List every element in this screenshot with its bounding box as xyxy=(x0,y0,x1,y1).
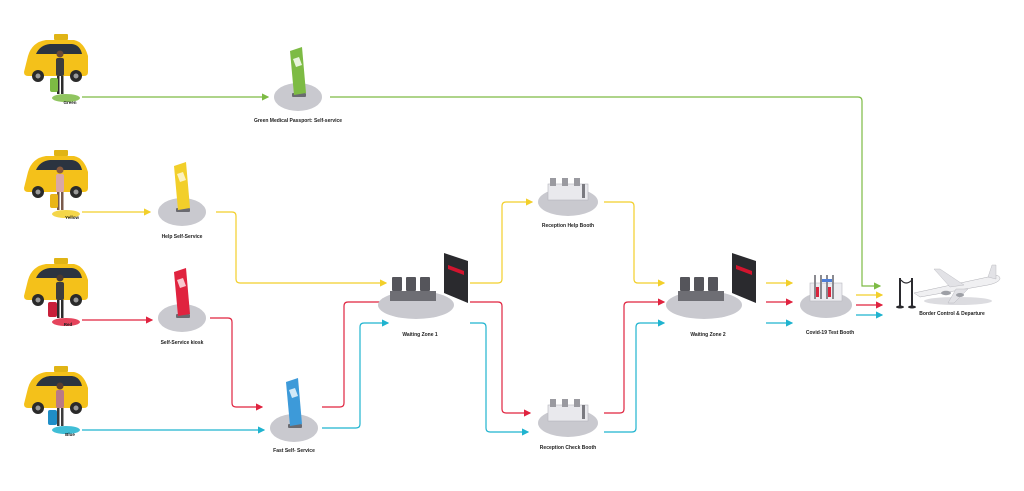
label-green-kiosk: Green Medical Passport: Self-service xyxy=(253,118,343,124)
route-blue-3 xyxy=(470,322,530,436)
waiting-zone-2-icon xyxy=(666,253,756,319)
route-tag-red: Red xyxy=(63,322,73,327)
route-yellow-3 xyxy=(470,198,534,284)
label-help-kiosk: Help Self-Service xyxy=(161,234,203,240)
airplane-icon xyxy=(913,264,1001,305)
taxi-yellow-icon xyxy=(24,150,88,218)
label-fast-kiosk: Fast Self- Service xyxy=(273,448,315,454)
taxi-red-icon xyxy=(24,258,88,326)
route-blue-4 xyxy=(604,319,666,433)
route-tag-yellow: Yellow xyxy=(64,215,80,220)
stanchion-icon xyxy=(896,278,916,309)
taxi-blue-icon xyxy=(24,366,88,434)
route-tag-green: Green xyxy=(63,100,77,105)
green-kiosk-icon xyxy=(274,47,322,111)
label-waiting-zone-1: Waiting Zone 1 xyxy=(402,332,438,338)
label-covid-booth: Covid-19 Test Booth xyxy=(805,330,855,336)
covid-test-booth-icon xyxy=(800,275,852,318)
route-yellow-4 xyxy=(604,201,666,287)
route-red-4 xyxy=(470,301,532,417)
label-waiting-zone-2: Waiting Zone 2 xyxy=(690,332,726,338)
label-self-kiosk: Self-Service kiosk xyxy=(160,340,204,346)
route-blue-2 xyxy=(322,319,390,429)
help-kiosk-icon xyxy=(158,162,206,226)
route-red-2 xyxy=(210,317,264,411)
route-yellow-2 xyxy=(216,211,388,287)
route-green-2 xyxy=(330,96,882,290)
fast-kiosk-icon xyxy=(270,378,318,442)
self-service-kiosk-icon xyxy=(158,268,206,332)
route-red-5 xyxy=(604,298,666,414)
route-red-3 xyxy=(322,298,390,408)
label-reception-check: Reception Check Booth xyxy=(539,445,597,451)
waiting-zone-1-icon xyxy=(378,253,468,319)
reception-help-booth-icon xyxy=(538,178,598,216)
label-border-control: Border Control & Departure xyxy=(919,311,985,317)
reception-check-booth-icon xyxy=(538,399,598,437)
label-reception-help: Reception Help Booth xyxy=(541,223,595,229)
taxi-green-icon xyxy=(24,34,88,102)
route-tag-blue: Blue xyxy=(65,432,75,437)
